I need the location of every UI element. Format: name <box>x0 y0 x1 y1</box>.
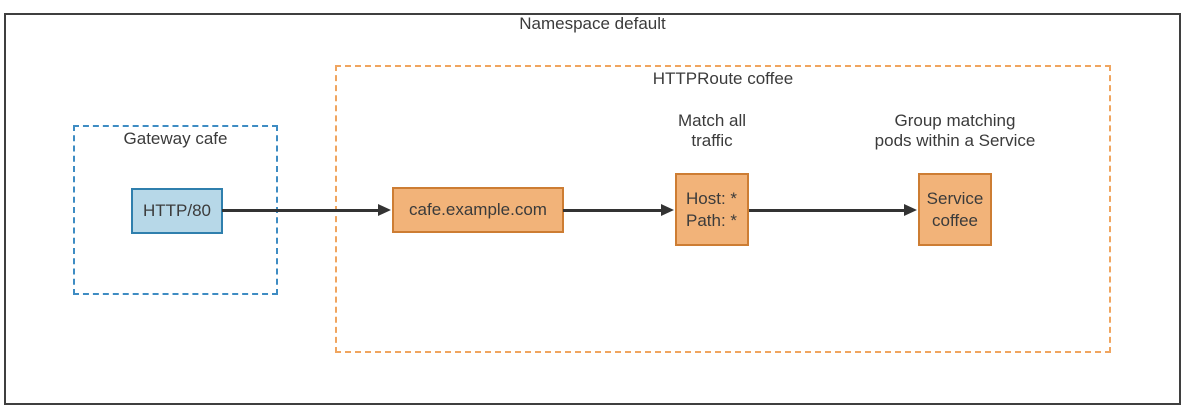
match-rules-node: Host: * Path: * <box>675 173 749 246</box>
match-host-rule: Host: * <box>686 188 738 208</box>
service-label-line1: Service <box>926 188 984 208</box>
arrow-hostname-to-match-line <box>563 209 662 212</box>
gateway-listener-label: HTTP/80 <box>142 201 212 220</box>
arrow-listener-to-hostname-line <box>222 209 379 212</box>
service-label-line2: coffee <box>931 210 978 230</box>
backend-annotation-line1: Group matching <box>894 111 1016 130</box>
arrow-listener-to-hostname-head <box>378 204 391 216</box>
backend-annotation: Group matching pods within a Service <box>855 111 1055 151</box>
match-annotation-line2: traffic <box>691 131 733 150</box>
arrow-match-to-service-line <box>749 209 905 212</box>
namespace-label: Namespace default <box>519 14 666 33</box>
gateway-label: Gateway cafe <box>123 129 228 148</box>
arrow-hostname-to-match-head <box>661 204 674 216</box>
match-path-rule: Path: * <box>686 210 738 230</box>
backend-annotation-line2: pods within a Service <box>874 131 1036 150</box>
service-node: Service coffee <box>918 173 992 246</box>
hostname-node: cafe.example.com <box>392 187 564 233</box>
match-annotation-line1: Match all <box>677 111 747 130</box>
match-annotation: Match all traffic <box>642 111 782 151</box>
arrow-match-to-service-head <box>904 204 917 216</box>
hostname-label: cafe.example.com <box>409 200 547 219</box>
gateway-listener-node: HTTP/80 <box>131 188 223 234</box>
httproute-label: HTTPRoute coffee <box>652 69 794 88</box>
